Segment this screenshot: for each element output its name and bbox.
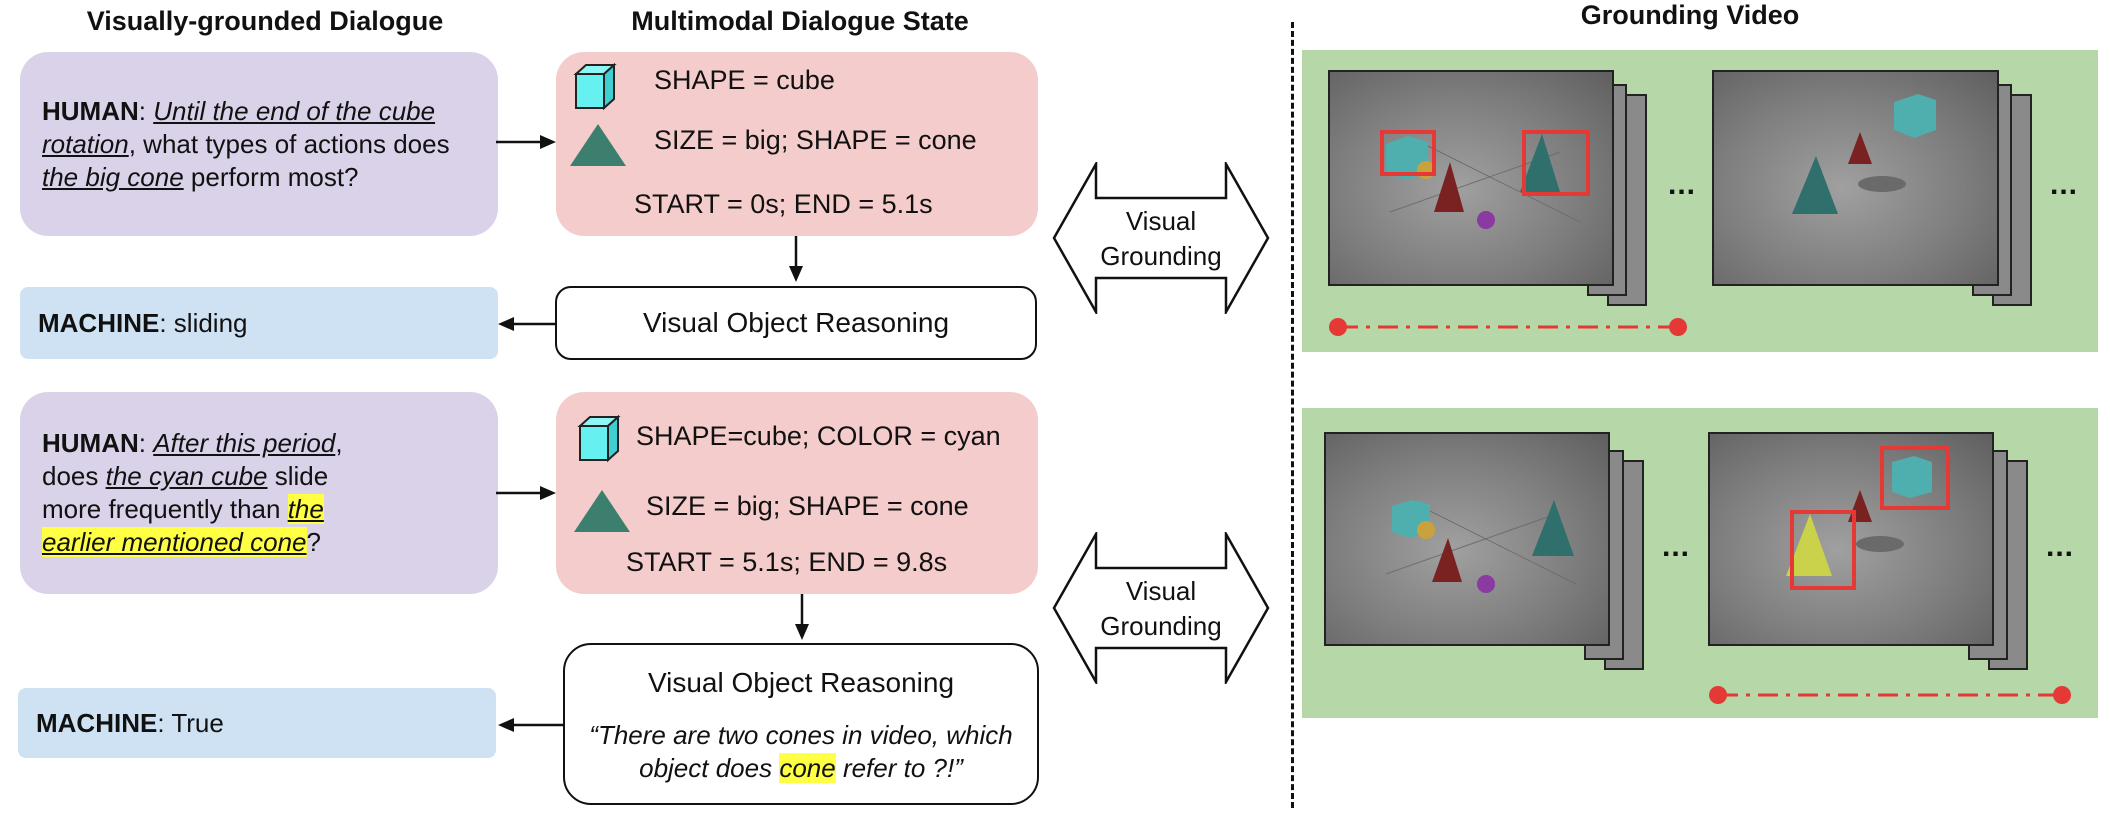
state-time-2: START = 5.1s; END = 9.8s bbox=[626, 547, 948, 577]
state-column-title: Multimodal Dialogue State bbox=[631, 6, 969, 36]
clip-ellipsis: ... bbox=[1668, 168, 1697, 201]
ambiguous-word-highlight: cone bbox=[779, 753, 836, 783]
cube-icon bbox=[577, 414, 621, 463]
visual-grounding-arrow-2 bbox=[1052, 532, 1270, 684]
object-reference-1: the big cone bbox=[42, 161, 184, 192]
video-frame bbox=[1712, 70, 1999, 286]
arrow-state-to-reasoning-1 bbox=[789, 236, 803, 282]
arrow-state-to-reasoning-2 bbox=[795, 594, 809, 640]
cone-icon bbox=[570, 124, 626, 166]
temporal-span-1 bbox=[1329, 318, 1687, 336]
cube-bounding-box bbox=[1380, 130, 1436, 176]
arrow-question-to-state-2 bbox=[496, 486, 556, 500]
temporal-span-2 bbox=[1709, 686, 2071, 704]
temporal-reference-1: Until the end of the cube rotation bbox=[42, 95, 436, 159]
visual-grounding-label-1: Visual Grounding bbox=[1100, 206, 1222, 271]
human-question-2: HUMAN: After this period, does the cyan … bbox=[20, 392, 498, 594]
machine-answer-2: MACHINE: True bbox=[18, 688, 496, 758]
object-reference-2: the cyan cube bbox=[105, 461, 268, 491]
state-shape-1: SHAPE = cube bbox=[654, 65, 835, 95]
column-divider bbox=[1291, 22, 1294, 808]
visual-object-reasoning-2: Visual Object Reasoning “There are two c… bbox=[563, 643, 1039, 805]
clip-ellipsis: ... bbox=[2046, 530, 2075, 563]
clip-ellipsis: ... bbox=[2050, 168, 2079, 201]
dialogue-column-title: Visually-grounded Dialogue bbox=[86, 6, 444, 36]
cube-icon bbox=[573, 62, 617, 111]
cube-bounding-box bbox=[1880, 446, 1950, 510]
human-speaker-1: HUMAN bbox=[42, 95, 139, 126]
ambiguity-quote: “There are two cones in video, which obj… bbox=[589, 720, 1013, 783]
state-shape-color-2: SHAPE=cube; COLOR = cyan bbox=[636, 421, 1001, 451]
video-frame bbox=[1708, 432, 1994, 646]
temporal-reference-2: After this period bbox=[153, 428, 336, 458]
grounding-video-panel-1: ... ... bbox=[1302, 50, 2098, 352]
machine-speaker-2: MACHINE bbox=[36, 707, 158, 738]
grounding-video-panel-2: ... ... bbox=[1302, 408, 2098, 718]
arrow-reasoning-to-answer-2 bbox=[498, 718, 564, 732]
visual-object-reasoning-1: Visual Object Reasoning bbox=[555, 286, 1037, 360]
arrow-reasoning-to-answer-1 bbox=[498, 317, 556, 331]
video-column-title: Grounding Video bbox=[1580, 0, 1800, 30]
human-speaker-2: HUMAN bbox=[42, 428, 139, 458]
human-question-1: HUMAN: Until the end of the cube rotatio… bbox=[20, 52, 498, 236]
scene-render bbox=[1792, 94, 1936, 214]
visual-grounding-label-2: Visual Grounding bbox=[1100, 576, 1222, 641]
scene-render bbox=[1386, 134, 1581, 229]
state-size-shape-2: SIZE = big; SHAPE = cone bbox=[646, 491, 969, 521]
cone-bounding-box bbox=[1790, 510, 1856, 590]
cone-bounding-box bbox=[1522, 130, 1590, 196]
visual-grounding-arrow-1 bbox=[1052, 162, 1270, 314]
state-size-shape-1: SIZE = big; SHAPE = cone bbox=[654, 125, 977, 155]
cone-icon bbox=[574, 490, 630, 532]
video-frame bbox=[1324, 432, 1610, 646]
dialogue-state-2: SHAPE=cube; COLOR = cyan SIZE = big; SHA… bbox=[556, 392, 1038, 594]
clip-ellipsis: ... bbox=[1662, 530, 1691, 563]
machine-speaker-1: MACHINE bbox=[38, 307, 160, 338]
video-frame bbox=[1328, 70, 1614, 286]
arrow-question-to-state-1 bbox=[496, 135, 556, 149]
scene-render bbox=[1385, 500, 1577, 593]
machine-answer-1: MACHINE: sliding bbox=[20, 287, 498, 359]
state-time-1: START = 0s; END = 5.1s bbox=[634, 189, 933, 219]
dialogue-state-1: SHAPE = cube SIZE = big; SHAPE = cone ST… bbox=[556, 52, 1038, 236]
